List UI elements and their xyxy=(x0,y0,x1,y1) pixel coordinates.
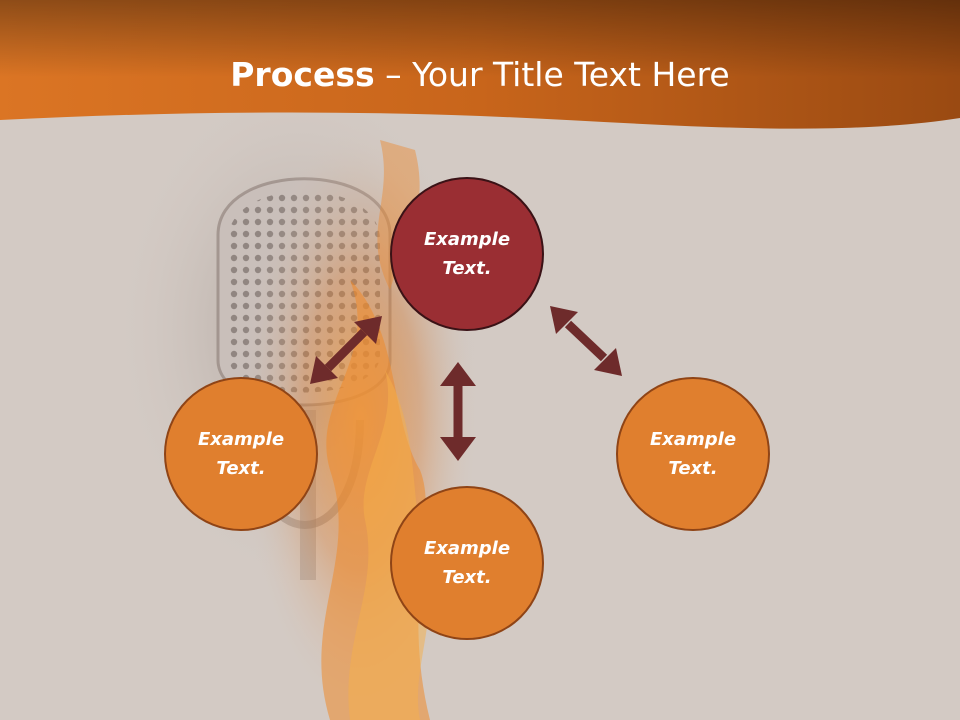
arrow-left-top xyxy=(310,316,382,384)
node-top-line1: Example xyxy=(423,229,511,250)
node-right-line2: Text. xyxy=(668,458,718,479)
node-left-line1: Example xyxy=(197,429,285,450)
node-left-line2: Text. xyxy=(216,458,266,479)
node-top-line2: Text. xyxy=(442,258,492,279)
slide-title: Process – Your Title Text Here xyxy=(0,52,960,98)
slide-title-bold: Process xyxy=(230,55,375,94)
diagram-node-top: Example Text. xyxy=(390,177,544,331)
diagram-node-left: Example Text. xyxy=(164,377,318,531)
arrow-top-bottom xyxy=(440,362,476,461)
slide-title-rest: – Your Title Text Here xyxy=(374,55,730,94)
diagram-node-right: Example Text. xyxy=(616,377,770,531)
node-bottom-line1: Example xyxy=(423,538,511,559)
arrow-top-right xyxy=(550,306,622,376)
diagram-node-bottom: Example Text. xyxy=(390,486,544,640)
node-right-line1: Example xyxy=(649,429,737,450)
node-bottom-line2: Text. xyxy=(442,567,492,588)
